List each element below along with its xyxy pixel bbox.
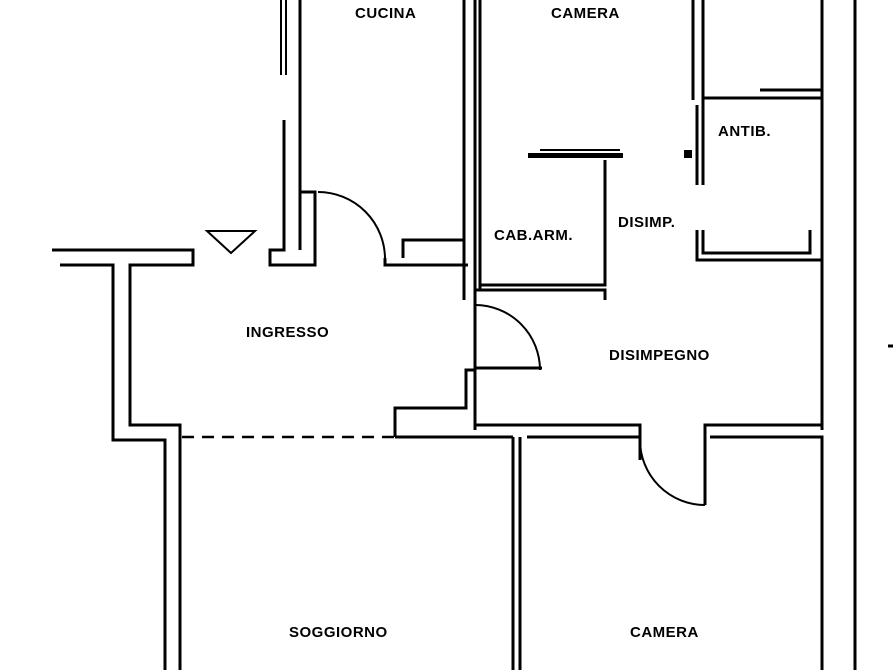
room-label-camera-top: CAMERA	[551, 5, 620, 22]
disimpegno-walls	[395, 288, 824, 670]
kitchen-door	[317, 191, 386, 260]
camera-top-walls	[684, 0, 824, 185]
room-label-cab-arm: CAB.ARM.	[494, 227, 573, 244]
kitchen-walls	[268, 0, 477, 300]
entrance-marker	[204, 230, 258, 255]
exterior-wall-right	[820, 0, 893, 670]
room-label-ingresso: INGRESSO	[246, 324, 330, 341]
room-label-soggiorno: SOGGIORNO	[289, 624, 388, 641]
room-label-camera-bottom: CAMERA	[630, 624, 699, 641]
antib-walls	[695, 98, 824, 430]
room-label-disimp: DISIMP.	[618, 214, 676, 231]
room-label-disimpegno: DISIMPEGNO	[609, 347, 710, 364]
camera-bottom-door	[639, 439, 706, 506]
ingresso-door	[474, 304, 541, 371]
room-label-cucina: CUCINA	[355, 5, 417, 22]
ingresso-walls	[52, 248, 477, 670]
cab-arm-walls	[478, 0, 623, 290]
room-label-antib: ANTIB.	[718, 123, 771, 140]
